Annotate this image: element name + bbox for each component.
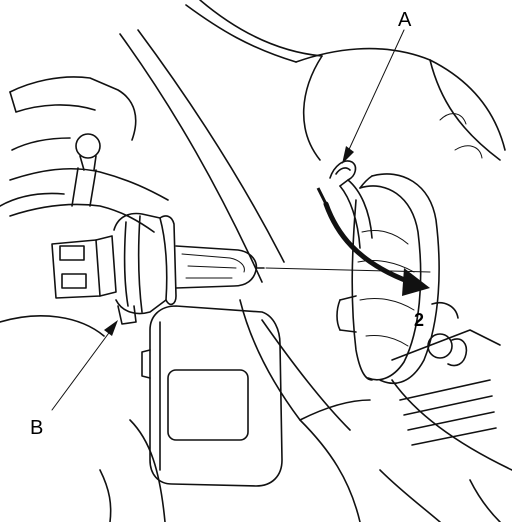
label-b: B [30,417,43,439]
step-number: 2 [414,310,424,330]
leader-a-arrowhead [342,146,354,164]
retaining-spring-clip [329,160,373,249]
label-a: A [398,9,412,31]
leader-b-arrowhead [104,320,118,336]
removal-arrow [316,187,430,296]
coolant-hose [9,133,169,233]
reservoir-tank [141,305,283,487]
headlight-bulb [51,212,431,325]
headlight-socket-housing [336,173,468,384]
callout-leaders [51,29,405,411]
